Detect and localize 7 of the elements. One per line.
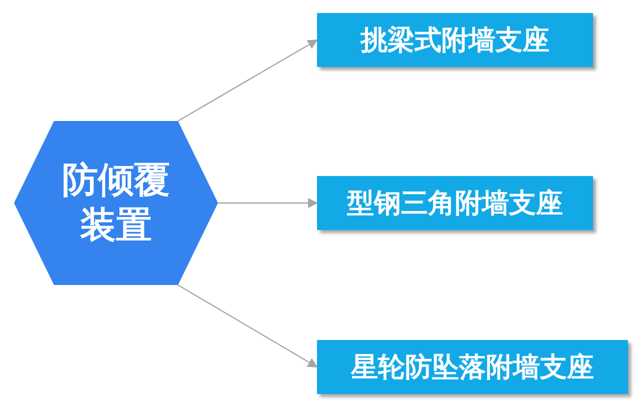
category-box: 星轮防坠落附墙支座 [317, 340, 628, 394]
arrow [178, 284, 318, 368]
category-box: 型钢三角附墙支座 [317, 176, 593, 230]
arrow [178, 39, 318, 122]
category-box: 挑梁式附墙支座 [317, 13, 593, 67]
arrow [218, 198, 318, 208]
hexagon-label: 防倾覆装置 [61, 158, 171, 248]
